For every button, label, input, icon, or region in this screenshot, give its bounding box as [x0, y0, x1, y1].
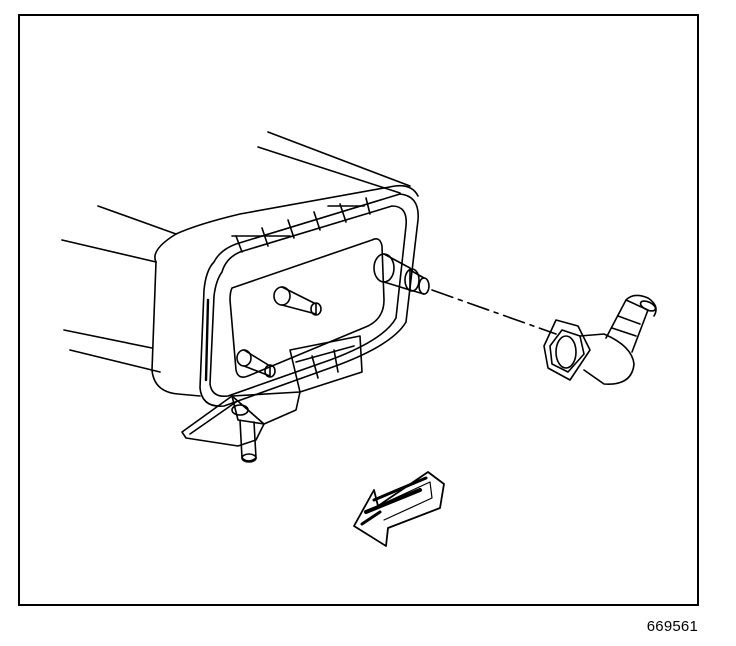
end-cap	[199, 193, 419, 407]
alignment-centerline	[431, 289, 557, 335]
canister-body	[61, 131, 419, 397]
vent-fitting	[373, 253, 430, 295]
hose-connector	[543, 294, 657, 385]
mounting-bracket	[181, 335, 363, 463]
direction-arrow	[353, 471, 445, 547]
figure-id-label: 669561	[646, 618, 698, 635]
tank-port	[236, 349, 276, 378]
illustration-frame	[18, 14, 699, 606]
purge-port	[273, 286, 322, 316]
